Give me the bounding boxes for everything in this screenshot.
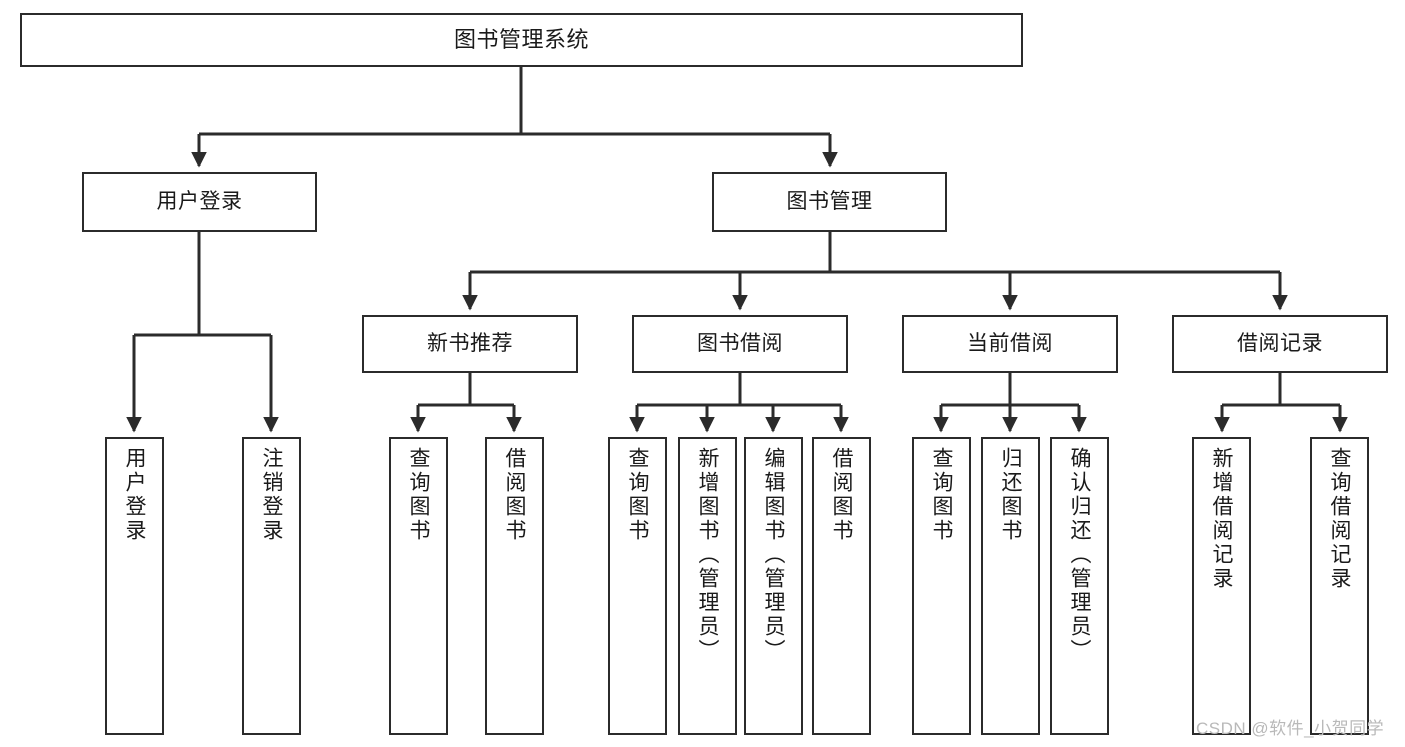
node-leaf-logout-login[interactable]: 注销登录 (242, 437, 301, 735)
node-leaf-confirm-return-label: 确认归还（管理员） (1068, 447, 1091, 663)
node-root[interactable]: 图书管理系统 (20, 13, 1023, 67)
node-leaf-query-book-2-label: 查询图书 (626, 447, 649, 543)
node-leaf-edit-book-label: 编辑图书（管理员） (762, 447, 785, 663)
node-leaf-confirm-return[interactable]: 确认归还（管理员） (1050, 437, 1109, 735)
node-leaf-query-book-2[interactable]: 查询图书 (608, 437, 667, 735)
node-leaf-query-book-3[interactable]: 查询图书 (912, 437, 971, 735)
node-leaf-add-book-label: 新增图书（管理员） (696, 447, 719, 663)
node-new-book-recommend[interactable]: 新书推荐 (362, 315, 578, 373)
node-leaf-logout-login-label: 注销登录 (260, 447, 283, 543)
node-leaf-user-login-label: 用户登录 (123, 447, 146, 543)
node-leaf-query-book-3-label: 查询图书 (930, 447, 953, 543)
node-book-management[interactable]: 图书管理 (712, 172, 947, 232)
node-leaf-add-record[interactable]: 新增借阅记录 (1192, 437, 1251, 735)
node-leaf-borrow-book-2[interactable]: 借阅图书 (812, 437, 871, 735)
node-leaf-query-record-label: 查询借阅记录 (1328, 447, 1351, 591)
node-leaf-borrow-book-1[interactable]: 借阅图书 (485, 437, 544, 735)
node-leaf-return-book-label: 归还图书 (999, 447, 1022, 543)
node-leaf-add-record-label: 新增借阅记录 (1210, 447, 1233, 591)
node-user-login[interactable]: 用户登录 (82, 172, 317, 232)
node-new-book-recommend-label: 新书推荐 (427, 331, 513, 355)
node-book-management-label: 图书管理 (786, 189, 873, 213)
node-leaf-borrow-book-1-label: 借阅图书 (503, 447, 526, 543)
csdn-watermark: CSDN @软件_小贺同学 (1196, 719, 1385, 738)
node-leaf-edit-book[interactable]: 编辑图书（管理员） (744, 437, 803, 735)
node-book-borrow[interactable]: 图书借阅 (632, 315, 848, 373)
node-current-borrow[interactable]: 当前借阅 (902, 315, 1118, 373)
node-root-label: 图书管理系统 (453, 27, 589, 53)
node-borrow-record-label: 借阅记录 (1237, 331, 1323, 355)
node-user-login-label: 用户登录 (156, 189, 243, 213)
node-leaf-return-book[interactable]: 归还图书 (981, 437, 1040, 735)
node-leaf-query-record[interactable]: 查询借阅记录 (1310, 437, 1369, 735)
node-leaf-borrow-book-2-label: 借阅图书 (830, 447, 853, 543)
node-current-borrow-label: 当前借阅 (967, 331, 1053, 355)
node-leaf-user-login[interactable]: 用户登录 (105, 437, 164, 735)
node-leaf-add-book[interactable]: 新增图书（管理员） (678, 437, 737, 735)
node-borrow-record[interactable]: 借阅记录 (1172, 315, 1388, 373)
node-leaf-query-book-1[interactable]: 查询图书 (389, 437, 448, 735)
node-leaf-query-book-1-label: 查询图书 (407, 447, 430, 543)
node-book-borrow-label: 图书借阅 (697, 331, 783, 355)
